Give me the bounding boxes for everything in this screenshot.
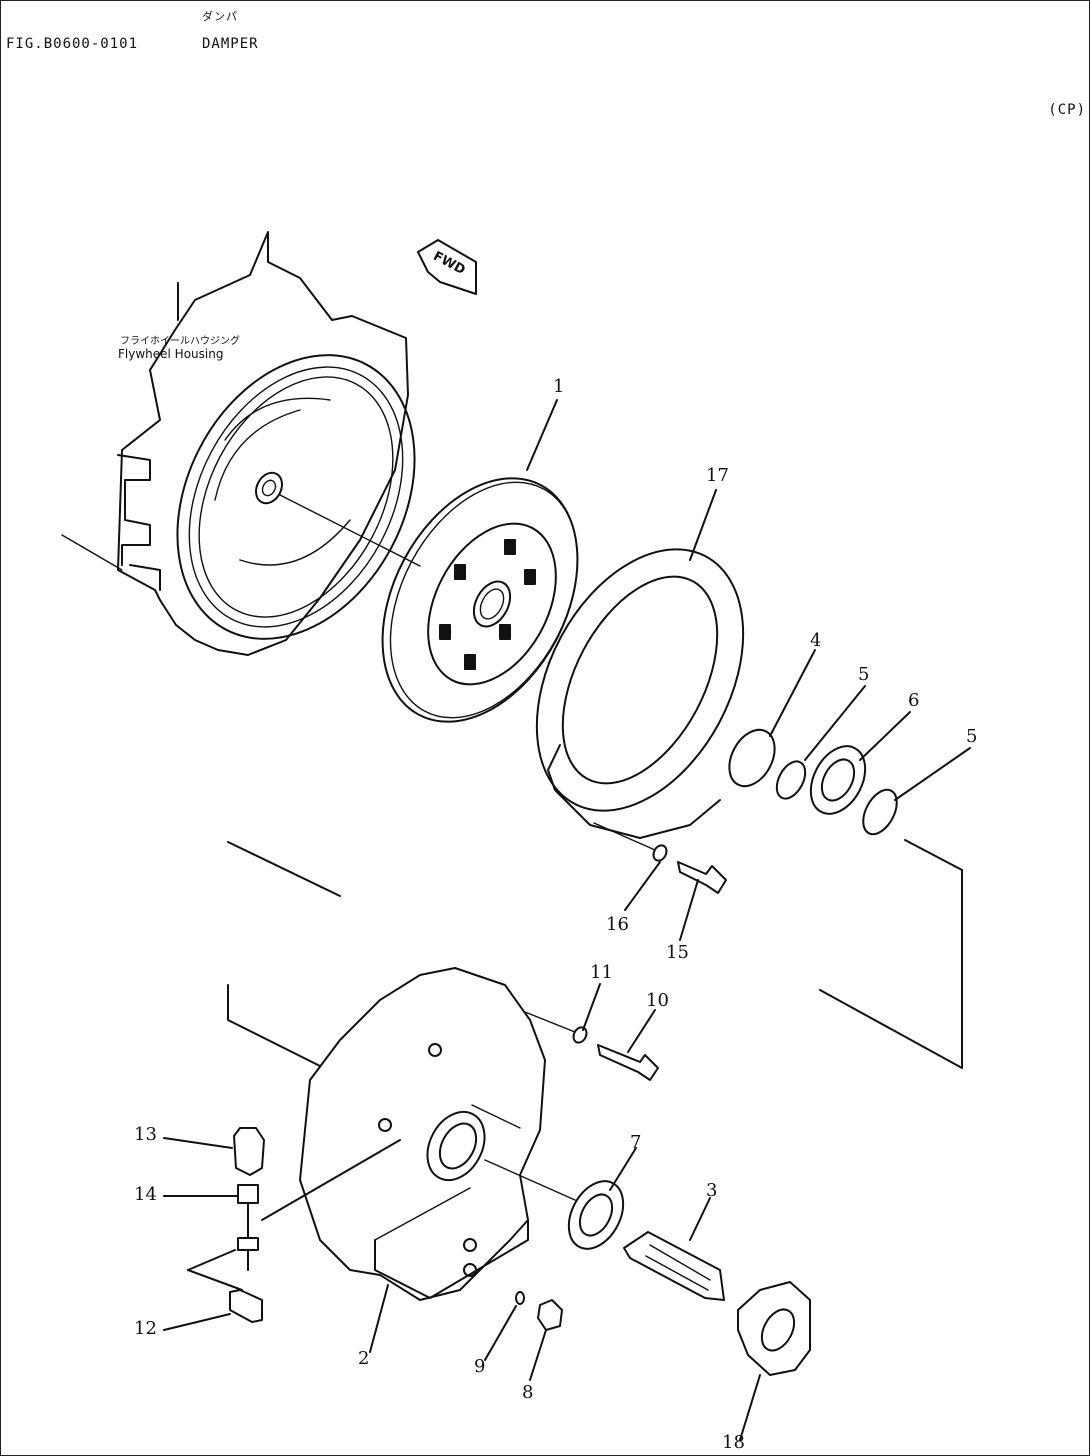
assembly-phantom-lines xyxy=(227,839,963,1069)
o-ring-9 xyxy=(515,1291,525,1305)
callout-5b: 5 xyxy=(966,726,978,747)
callout-15: 15 xyxy=(666,942,689,963)
callout-14: 14 xyxy=(134,1184,157,1205)
callout-13: 13 xyxy=(134,1124,157,1145)
callout-7: 7 xyxy=(630,1132,642,1153)
plug-8 xyxy=(537,1299,563,1331)
housing-label-en: Flywheel Housing xyxy=(118,347,224,361)
callout-1: 1 xyxy=(553,376,565,397)
washer-16 xyxy=(652,844,668,862)
damper-case xyxy=(299,967,546,1301)
snap-ring-5b xyxy=(862,788,898,836)
bearing-6 xyxy=(809,745,867,815)
yoke-18 xyxy=(737,1281,811,1376)
damper-disc xyxy=(381,477,579,723)
callout-11: 11 xyxy=(590,962,613,983)
title-jp: ダンパ xyxy=(202,10,238,23)
spline-shaft-3 xyxy=(623,1231,725,1301)
callout-5a: 5 xyxy=(858,664,870,685)
figure-id: FIG.B0600-0101 xyxy=(6,36,139,52)
callout-4: 4 xyxy=(810,630,822,651)
ring-plate xyxy=(535,548,745,839)
fitting-phantom-lines xyxy=(187,1139,401,1291)
callout-6: 6 xyxy=(908,690,920,711)
shaft-line xyxy=(484,1159,576,1201)
title-en: DAMPER xyxy=(202,36,259,52)
bolt-line-15 xyxy=(593,822,656,851)
bolt-10 xyxy=(597,1044,659,1081)
callout-9: 9 xyxy=(474,1356,486,1377)
callout-2: 2 xyxy=(358,1348,370,1369)
callout-17: 17 xyxy=(706,465,729,486)
callout-16: 16 xyxy=(606,914,629,935)
leader-lines xyxy=(163,399,971,1441)
callout-12: 12 xyxy=(134,1318,157,1339)
housing-label-jp: フライホイールハウジング xyxy=(120,336,240,347)
bolt-13 xyxy=(233,1127,265,1176)
callout-18: 18 xyxy=(722,1432,745,1453)
center-line xyxy=(279,494,421,567)
bolt-line-10 xyxy=(524,1011,576,1033)
callout-10: 10 xyxy=(646,990,669,1011)
flywheel-housing xyxy=(61,231,416,656)
callout-8: 8 xyxy=(522,1382,534,1403)
washer-11 xyxy=(572,1026,588,1044)
oil-seal-7 xyxy=(567,1180,625,1250)
fitting-12 xyxy=(229,1289,263,1323)
model-code: (CP) xyxy=(1048,102,1086,118)
stud-14 xyxy=(237,1184,259,1271)
fwd-arrow-tag xyxy=(417,239,477,295)
snap-ring-5a xyxy=(775,760,807,800)
bolt-15 xyxy=(677,861,727,894)
snap-ring-4 xyxy=(728,728,776,788)
callout-3: 3 xyxy=(706,1180,718,1201)
